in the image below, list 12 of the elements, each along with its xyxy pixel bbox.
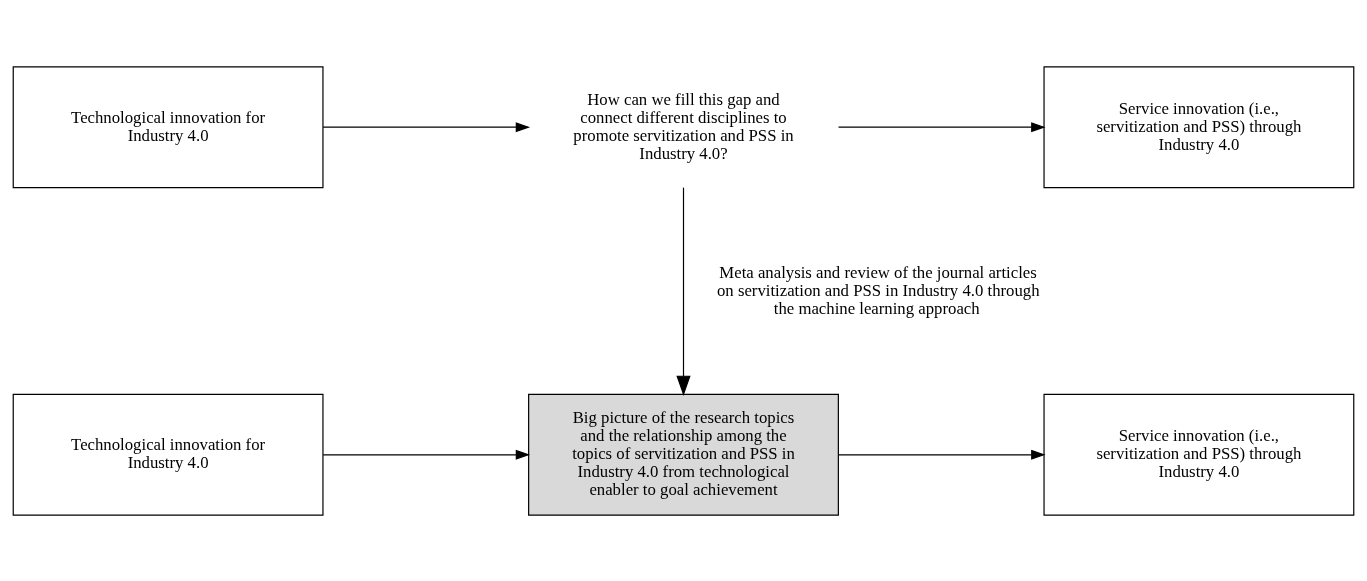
arrow bbox=[676, 186, 691, 396]
node-box: Service innovation (i.e., servitization and PSS) through Industry 4.0 bbox=[1043, 65, 1355, 188]
node-box: Technological innovation for Industry 4.0 bbox=[12, 65, 324, 188]
edge-label: Meta analysis and review of the journal articles on servitization and PSS in Industry 4.0 through the machine learning approach bbox=[716, 262, 1040, 318]
node-box: Technological innovation for Industry 4.0 bbox=[12, 393, 324, 516]
node-text: How can we fill this gap and connect different disciplines to promote servitization and PSS in Industry 4.0? bbox=[573, 89, 794, 162]
arrow bbox=[837, 121, 1046, 132]
node-box: Service innovation (i.e., servitization and PSS) through Industry 4.0 bbox=[1043, 393, 1355, 516]
arrow bbox=[322, 449, 531, 460]
arrow bbox=[322, 121, 531, 132]
node-box: Big picture of the research topics and the relationship among the topics of servitization and PSS in Industry 4.0 from technological enabler to goal achievement bbox=[528, 393, 839, 516]
arrow bbox=[837, 449, 1046, 460]
